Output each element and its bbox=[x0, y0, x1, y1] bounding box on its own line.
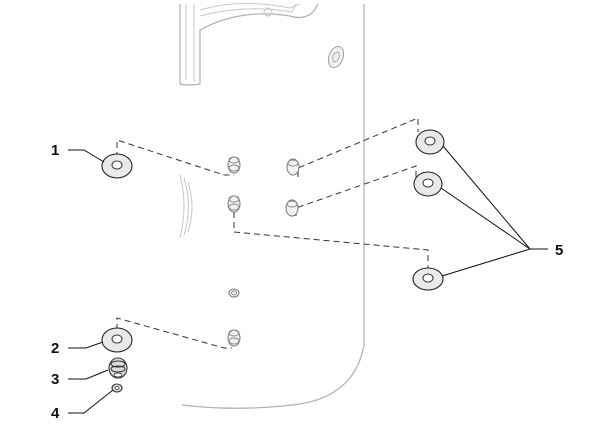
guide-line-1 bbox=[116, 139, 234, 176]
part-2-washer bbox=[101, 327, 133, 353]
tank-top-rim bbox=[199, 3, 297, 17]
fitting-middle-left bbox=[227, 195, 241, 213]
leader-5-top bbox=[442, 145, 531, 250]
fitting-upper-left bbox=[227, 156, 241, 174]
tank-top-cover bbox=[179, 3, 319, 86]
part-3-plug bbox=[108, 357, 128, 379]
tank-top-cover-inner bbox=[185, 3, 301, 82]
fitting-upper-right bbox=[286, 158, 300, 176]
tank-right-edge bbox=[181, 4, 365, 409]
part-1-washer bbox=[101, 153, 133, 179]
tank-top-bolt bbox=[263, 7, 273, 17]
guide-line-5c bbox=[233, 212, 429, 268]
leader-lines bbox=[68, 145, 548, 414]
leader-4 bbox=[68, 389, 114, 414]
callout-1: 1 bbox=[51, 142, 59, 159]
part-5-washer-bottom bbox=[412, 267, 444, 291]
callout-5: 5 bbox=[555, 242, 563, 259]
leader-3 bbox=[68, 369, 109, 380]
part-5-washer-middle bbox=[413, 171, 443, 197]
tank-side-curve bbox=[179, 174, 193, 239]
part-5-washer-top bbox=[415, 129, 445, 155]
callout-4: 4 bbox=[51, 405, 60, 422]
leader-1 bbox=[68, 149, 105, 163]
guide-line-2 bbox=[116, 317, 232, 349]
guide-line-5b bbox=[295, 165, 417, 216]
callout-2: 2 bbox=[51, 340, 59, 357]
tank-fittings bbox=[227, 156, 300, 347]
tank-logo-badge bbox=[327, 45, 345, 69]
guide-lines bbox=[116, 117, 429, 349]
fitting-small-port bbox=[228, 288, 240, 298]
callout-3: 3 bbox=[51, 371, 59, 388]
guide-line-5a bbox=[297, 117, 419, 177]
fitting-lower-left bbox=[227, 329, 241, 347]
tank-body bbox=[179, 3, 365, 409]
leader-5-bottom bbox=[441, 248, 531, 277]
part-4-seal-ring bbox=[111, 383, 123, 393]
leader-5-middle bbox=[440, 187, 531, 250]
leader-2 bbox=[68, 341, 104, 349]
fitting-middle-right bbox=[285, 199, 299, 217]
